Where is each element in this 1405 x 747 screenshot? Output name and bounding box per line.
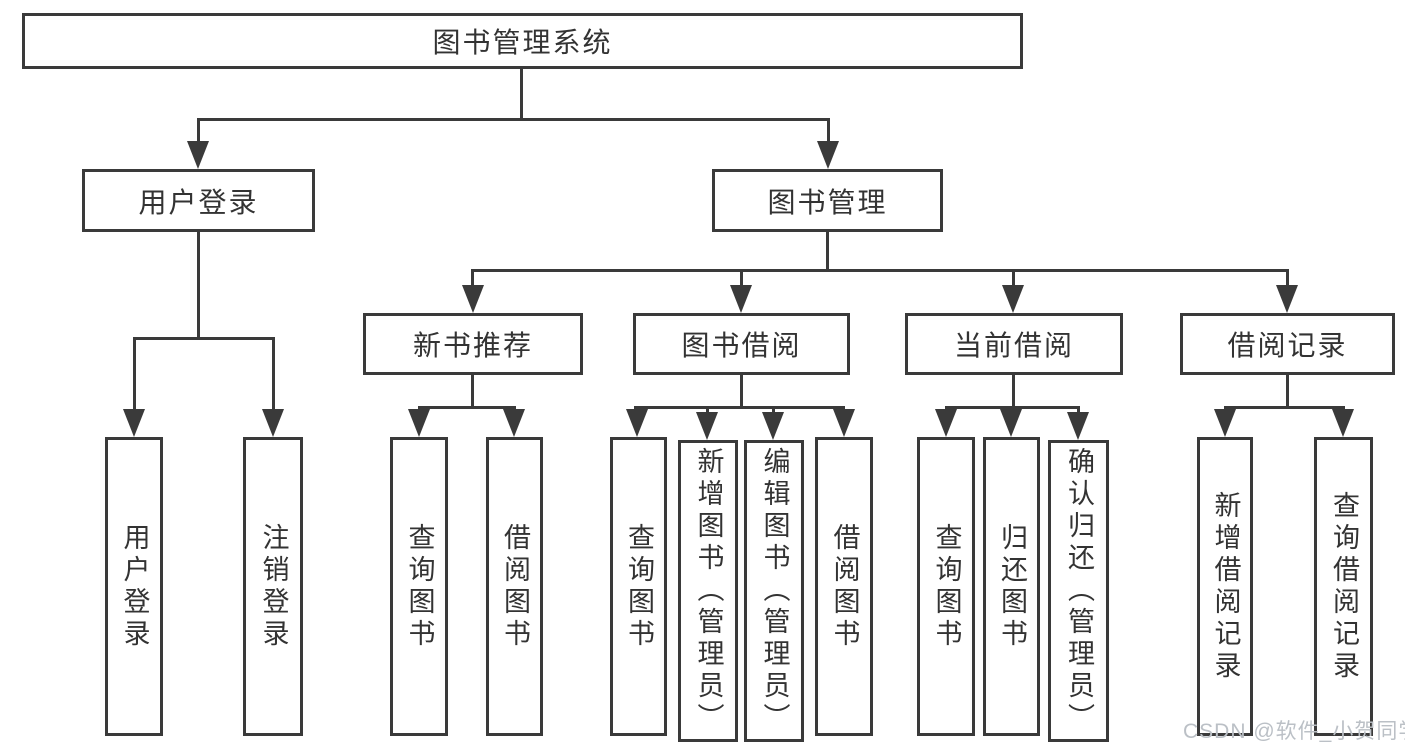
connector-l3-hbar [472, 269, 1289, 272]
node-new-book-recommend: 新书推荐 [363, 313, 583, 375]
leaf-logout: 注销登录 [243, 437, 303, 736]
leaf-add-borrow-record-label: 新增借阅记录 [1210, 490, 1241, 683]
arrow-down-icon [730, 285, 752, 313]
leaf-user-login-label: 用户登录 [119, 522, 150, 651]
connector-hbar [945, 406, 1080, 409]
connector-stem [772, 406, 775, 412]
arrow-down-icon [1332, 409, 1354, 437]
arrow-down-icon [817, 141, 839, 169]
connector-stem [1012, 269, 1015, 287]
leaf-borrow-books-recommend-label: 借阅图书 [500, 522, 530, 651]
leaf-confirm-return-admin: 确认归还（管理员） [1048, 440, 1109, 742]
leaf-query-books-borrowing: 查询图书 [610, 437, 667, 736]
node-borrowing-records: 借阅记录 [1180, 313, 1395, 375]
node-library-management-system: 图书管理系统 [22, 13, 1023, 69]
arrow-down-icon [1000, 409, 1022, 437]
node-book-management: 图书管理 [712, 169, 943, 232]
node-current-borrowing: 当前借阅 [905, 313, 1123, 375]
leaf-query-books-current-label: 查询图书 [931, 522, 962, 651]
arrow-down-icon [696, 412, 718, 440]
leaf-edit-book-admin-label: 编辑图书（管理员） [759, 447, 790, 735]
connector-user-login-stem [197, 232, 200, 339]
leaf-add-borrow-record: 新增借阅记录 [1197, 437, 1253, 736]
arrow-down-icon [626, 409, 648, 437]
leaf-borrow-books: 借阅图书 [815, 437, 873, 736]
connector-hbar [1224, 406, 1345, 409]
arrow-down-icon [1276, 285, 1298, 313]
connector-user-login-hbar [133, 337, 275, 340]
connector-stem [272, 337, 275, 410]
arrow-down-icon [262, 409, 284, 437]
connector-stem [706, 406, 709, 412]
connector-hbar [418, 406, 516, 409]
leaf-confirm-return-admin-label: 确认归还（管理员） [1064, 447, 1094, 735]
leaf-borrow-books-label: 借阅图书 [829, 522, 860, 651]
csdn-watermark: CSDN @软件_小贺同学 [1183, 720, 1405, 743]
connector-l1-hbar [197, 118, 830, 121]
leaf-query-books-current: 查询图书 [917, 437, 975, 736]
leaf-user-login: 用户登录 [105, 437, 163, 736]
arrow-down-icon [935, 409, 957, 437]
connector-stem [471, 373, 474, 408]
arrow-down-icon [408, 409, 430, 437]
node-user-login: 用户登录 [82, 169, 315, 232]
connector-stem [1012, 373, 1015, 408]
leaf-borrow-books-recommend: 借阅图书 [486, 437, 543, 736]
connector-stem [1286, 373, 1289, 408]
arrow-down-icon [833, 409, 855, 437]
arrow-down-icon [1067, 412, 1089, 440]
connector-stem [740, 269, 743, 287]
arrow-down-icon [123, 409, 145, 437]
connector-stem [471, 269, 474, 287]
leaf-query-books-recommend-label: 查询图书 [404, 522, 435, 651]
leaf-return-books: 归还图书 [983, 437, 1040, 736]
leaf-query-borrow-record-label: 查询借阅记录 [1329, 490, 1359, 683]
leaf-query-books-borrowing-label: 查询图书 [624, 522, 654, 651]
connector-stem [133, 337, 136, 410]
leaf-query-books-recommend: 查询图书 [390, 437, 448, 736]
connector-l1-right-stem [827, 118, 830, 142]
arrow-down-icon [503, 409, 525, 437]
connector-stem [1077, 406, 1080, 412]
connector-book-mgmt-stem [826, 232, 829, 272]
arrow-down-icon [1002, 285, 1024, 313]
leaf-add-book-admin: 新增图书（管理员） [678, 440, 738, 742]
arrow-down-icon [187, 141, 209, 169]
connector-stem [1286, 269, 1289, 287]
leaf-edit-book-admin: 编辑图书（管理员） [744, 440, 804, 742]
arrow-down-icon [462, 285, 484, 313]
connector-stem [740, 373, 743, 408]
leaf-logout-label: 注销登录 [258, 522, 289, 651]
leaf-add-book-admin-label: 新增图书（管理员） [693, 447, 724, 735]
arrow-down-icon [762, 412, 784, 440]
connector-l1-left-stem [197, 118, 200, 142]
connector-root-stem [520, 66, 523, 121]
arrow-down-icon [1214, 409, 1236, 437]
connector-hbar [634, 406, 845, 409]
node-book-borrowing: 图书借阅 [633, 313, 850, 375]
leaf-return-books-label: 归还图书 [997, 522, 1027, 651]
leaf-query-borrow-record: 查询借阅记录 [1314, 437, 1373, 736]
